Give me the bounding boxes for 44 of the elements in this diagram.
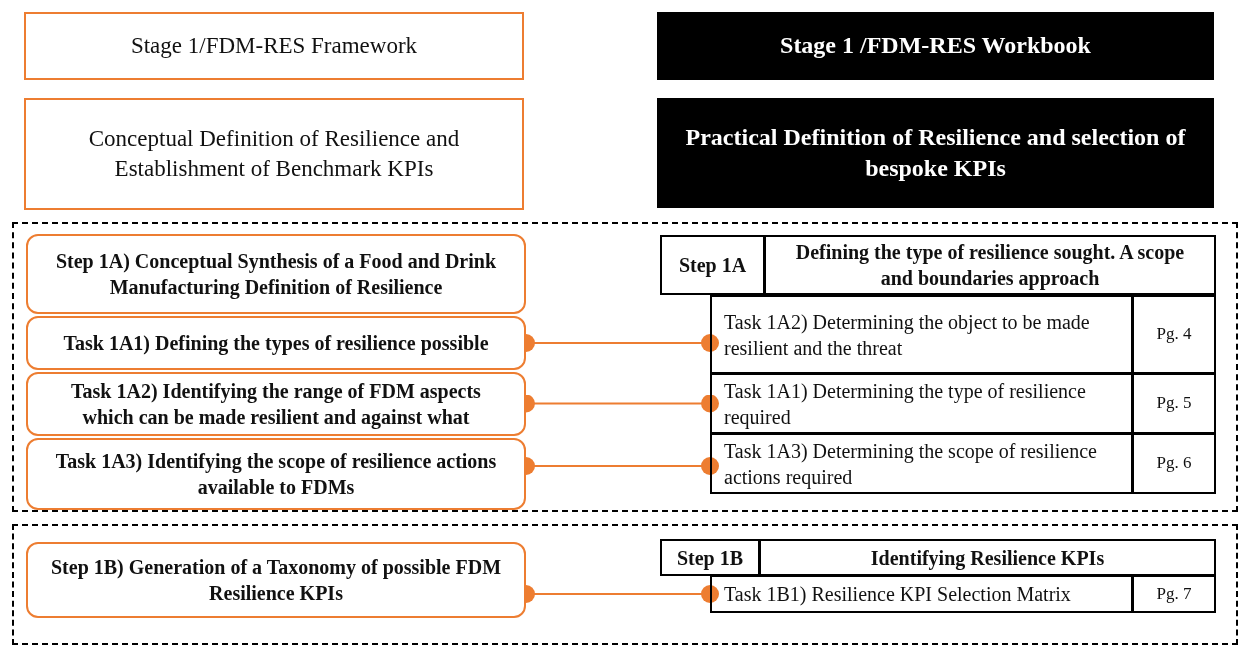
- step-box: [26, 438, 526, 510]
- task-cell: [710, 433, 1133, 494]
- node-text: Pg. 7: [1156, 582, 1192, 605]
- node-text: Task 1A1) Defining the types of resilience possible: [63, 331, 489, 356]
- node-text: Task 1A1) Determining the type of resilience required: [724, 378, 1087, 430]
- heading-box: [24, 12, 524, 80]
- node-text: Task 1A3) Identifying the scope of resilience actions available to FDMs: [54, 449, 498, 500]
- node-text: Task 1A2) Identifying the range of FDM aspects which can be made resilient and against what: [70, 379, 482, 430]
- dashed-group-frame: [12, 524, 1238, 645]
- node-text: Stage 1/FDM-RES Framework: [130, 32, 418, 61]
- step-box: [26, 372, 526, 436]
- heading-box: [24, 98, 524, 210]
- table-header-cell: [764, 235, 1216, 295]
- step-box: [26, 234, 526, 314]
- task-cell: [710, 295, 1133, 374]
- node-text: Task 1B1) Resilience KPI Selection Matrix: [724, 582, 1071, 607]
- node-text: Task 1A3) Determining the scope of resilience actions required: [724, 438, 1098, 490]
- node-text: Pg. 5: [1156, 392, 1192, 415]
- page-number-cell: [1132, 295, 1216, 374]
- node-text: Conceptual Definition of Resilience and Establishment of Benchmark KPIs: [87, 125, 461, 183]
- node-text: Stage 1 /FDM-RES Workbook: [780, 31, 1091, 61]
- node-text: Step 1B: [676, 545, 744, 571]
- page-number-cell: [1132, 575, 1216, 613]
- step-box: [26, 316, 526, 370]
- node-text: Practical Definition of Resilience and selection of bespoke KPIs: [684, 122, 1187, 183]
- node-text: Defining the type of resilience sought. A scope and boundaries approach: [794, 240, 1186, 291]
- node-text: Step 1B) Generation of a Taxonomy of possible FDM Resilience KPIs: [50, 555, 502, 606]
- page-number-cell: [1132, 373, 1216, 434]
- table-header-cell: [660, 235, 765, 295]
- node-text: Identifying Resilience KPIs: [870, 545, 1105, 571]
- page-number-cell: [1132, 433, 1216, 494]
- node-text: Pg. 4: [1156, 323, 1192, 346]
- table-header-cell: [759, 539, 1216, 576]
- step-box: [26, 542, 526, 618]
- task-cell: [710, 575, 1133, 613]
- node-text: Task 1A2) Determining the object to be made resilient and the threat: [724, 309, 1091, 361]
- dashed-group-frame: [12, 222, 1238, 512]
- node-text: Pg. 6: [1156, 452, 1192, 475]
- node-text: Step 1A: [678, 253, 747, 278]
- heading-banner: [657, 98, 1214, 208]
- table-header-cell: [660, 539, 760, 576]
- node-text: Step 1A) Conceptual Synthesis of a Food and Drink Manufacturing Definition of Resilience: [54, 249, 498, 300]
- heading-banner: [657, 12, 1214, 80]
- task-cell: [710, 373, 1133, 434]
